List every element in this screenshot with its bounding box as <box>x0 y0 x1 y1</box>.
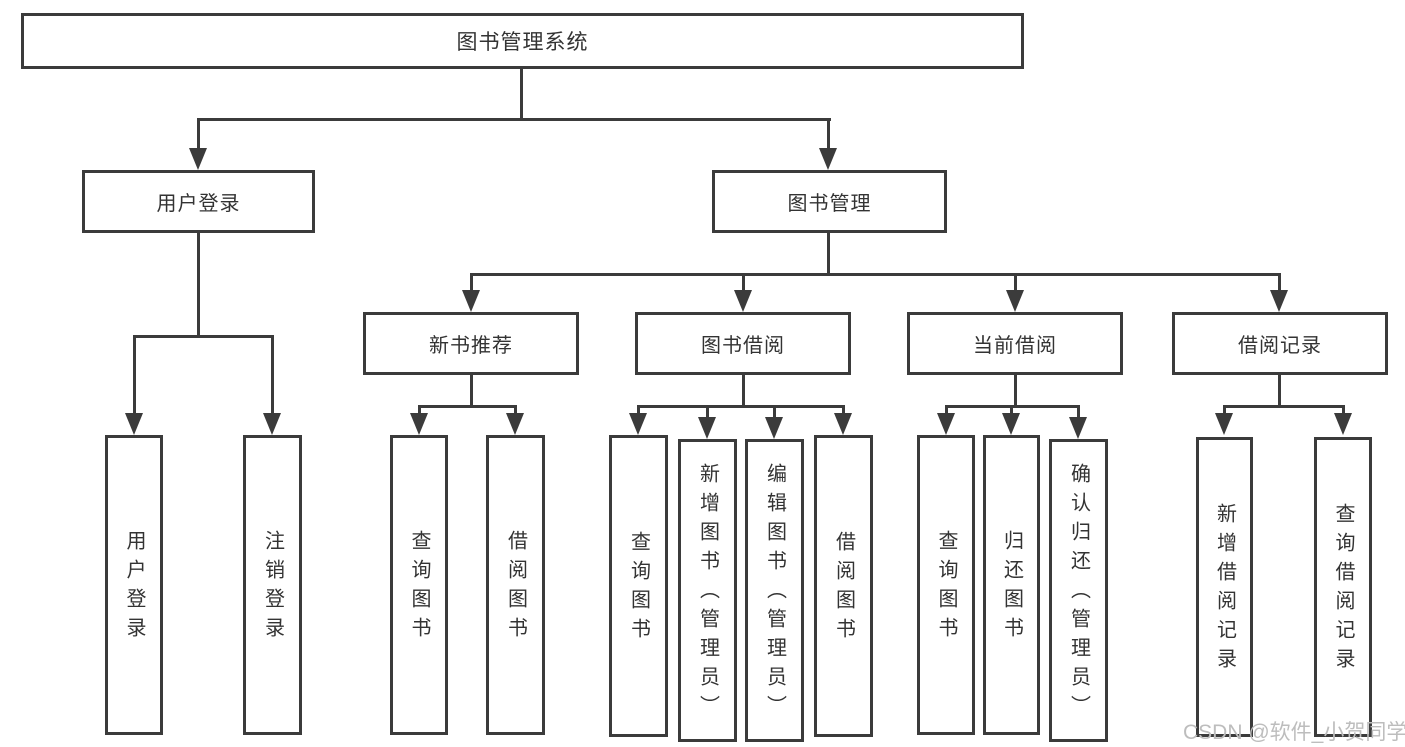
arrowhead-down-icon <box>263 413 281 435</box>
arrowhead-down-icon <box>506 413 524 435</box>
arrowhead-down-icon <box>410 413 428 435</box>
leaf-confirm-return-admin: 确认归还（管理员） <box>1049 439 1108 742</box>
arrowhead-down-icon <box>1270 290 1288 312</box>
leaf-query-books: 查询图书 <box>609 435 668 737</box>
connector-group-stem <box>1278 375 1281 407</box>
arrowhead-down-icon <box>834 413 852 435</box>
connector-level2-split <box>197 118 831 121</box>
arrowhead-down-icon <box>1002 413 1020 435</box>
arrowhead-down-icon <box>462 290 480 312</box>
connector-user-login-split <box>133 335 274 338</box>
leaf-query-books: 查询图书 <box>390 435 448 735</box>
connector-root-stem <box>520 69 523 118</box>
arrowhead-down-icon <box>125 413 143 435</box>
connector-leaf-drop <box>742 273 745 293</box>
arrowhead-down-icon <box>1006 290 1024 312</box>
connector-level3-split <box>470 273 1281 276</box>
arrowhead-down-icon <box>1334 413 1352 435</box>
arrowhead-down-icon <box>189 148 207 170</box>
leaf-logout: 注销登录 <box>243 435 302 735</box>
connector-leaf-drop <box>773 405 776 421</box>
connector-leaf-drop <box>637 405 640 417</box>
connector-leaf-drop <box>945 405 948 417</box>
connector-book-mgmt-drop <box>827 118 830 150</box>
arrowhead-down-icon <box>1215 413 1233 435</box>
connector-leaf-drop <box>470 273 473 293</box>
connector-group-stem <box>1014 375 1017 407</box>
connector-user-login-stem <box>197 233 200 337</box>
arrowhead-down-icon <box>765 417 783 439</box>
node-borrowing-records: 借阅记录 <box>1172 312 1388 375</box>
connector-group-split <box>418 405 517 408</box>
leaf-borrow-books: 借阅图书 <box>814 435 873 737</box>
leaf-add-books-admin: 新增图书（管理员） <box>678 439 737 742</box>
node-new-book-recommend: 新书推荐 <box>363 312 579 375</box>
connector-leaf-drop <box>514 405 517 417</box>
leaf-return-books: 归还图书 <box>983 435 1040 735</box>
connector-leaf-drop <box>1077 405 1080 421</box>
connector-leaf-drop <box>1342 405 1345 417</box>
connector-leaf-drop <box>133 335 136 415</box>
arrowhead-down-icon <box>734 290 752 312</box>
connector-leaf-drop <box>842 405 845 417</box>
node-book-borrowing: 图书借阅 <box>635 312 851 375</box>
node-book-management: 图书管理 <box>712 170 947 233</box>
leaf-user-login: 用户登录 <box>105 435 163 735</box>
leaf-edit-books-admin: 编辑图书（管理员） <box>745 439 804 742</box>
node-current-borrowing: 当前借阅 <box>907 312 1123 375</box>
leaf-borrow-books: 借阅图书 <box>486 435 545 735</box>
connector-leaf-drop <box>1010 405 1013 417</box>
arrowhead-down-icon <box>698 417 716 439</box>
connector-leaf-drop <box>1223 405 1226 417</box>
connector-group-split <box>1223 405 1345 408</box>
arrowhead-down-icon <box>819 148 837 170</box>
connector-leaf-drop <box>271 335 274 415</box>
connector-group-stem <box>742 375 745 407</box>
connector-group-stem <box>470 375 473 407</box>
arrowhead-down-icon <box>937 413 955 435</box>
connector-leaf-drop <box>418 405 421 417</box>
leaf-query-borrow-record: 查询借阅记录 <box>1314 437 1372 737</box>
arrowhead-down-icon <box>629 413 647 435</box>
connector-group-split <box>637 405 845 408</box>
node-user-login: 用户登录 <box>82 170 315 233</box>
connector-leaf-drop <box>1014 273 1017 293</box>
connector-leaf-drop <box>1278 273 1281 293</box>
arrowhead-down-icon <box>1069 417 1087 439</box>
csdn-watermark: CSDN @软件_小贺同学 <box>1183 721 1405 744</box>
connector-book-mgmt-stem <box>827 233 830 276</box>
connector-user-login-drop <box>197 118 200 150</box>
node-library-system: 图书管理系统 <box>21 13 1024 69</box>
leaf-query-books: 查询图书 <box>917 435 975 735</box>
connector-leaf-drop <box>706 405 709 421</box>
leaf-add-borrow-record: 新增借阅记录 <box>1196 437 1253 737</box>
